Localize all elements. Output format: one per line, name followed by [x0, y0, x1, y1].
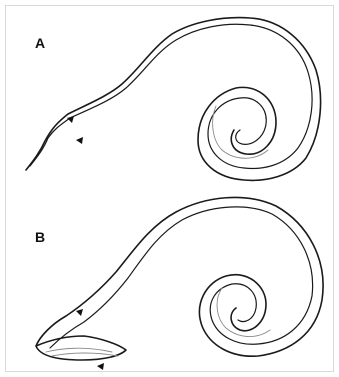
- panel-b-label: B: [35, 229, 45, 245]
- panel-b-arrowhead-lower: [97, 363, 104, 370]
- panel-a: A: [26, 18, 321, 181]
- panel-b-arrowhead-upper: [76, 309, 83, 316]
- panel-a-label: A: [35, 35, 45, 51]
- panel-b-cochlea-inner: [50, 207, 313, 348]
- panel-b: B: [35, 197, 323, 370]
- panel-b-swelling-hatching: [46, 348, 118, 356]
- panel-a-cochlea-inner: [30, 24, 312, 168]
- figure-frame: [6, 6, 334, 372]
- panel-a-membrane: [213, 106, 268, 158]
- panel-a-arrowhead-lower: [76, 137, 83, 144]
- panel-b-membrane: [217, 288, 270, 337]
